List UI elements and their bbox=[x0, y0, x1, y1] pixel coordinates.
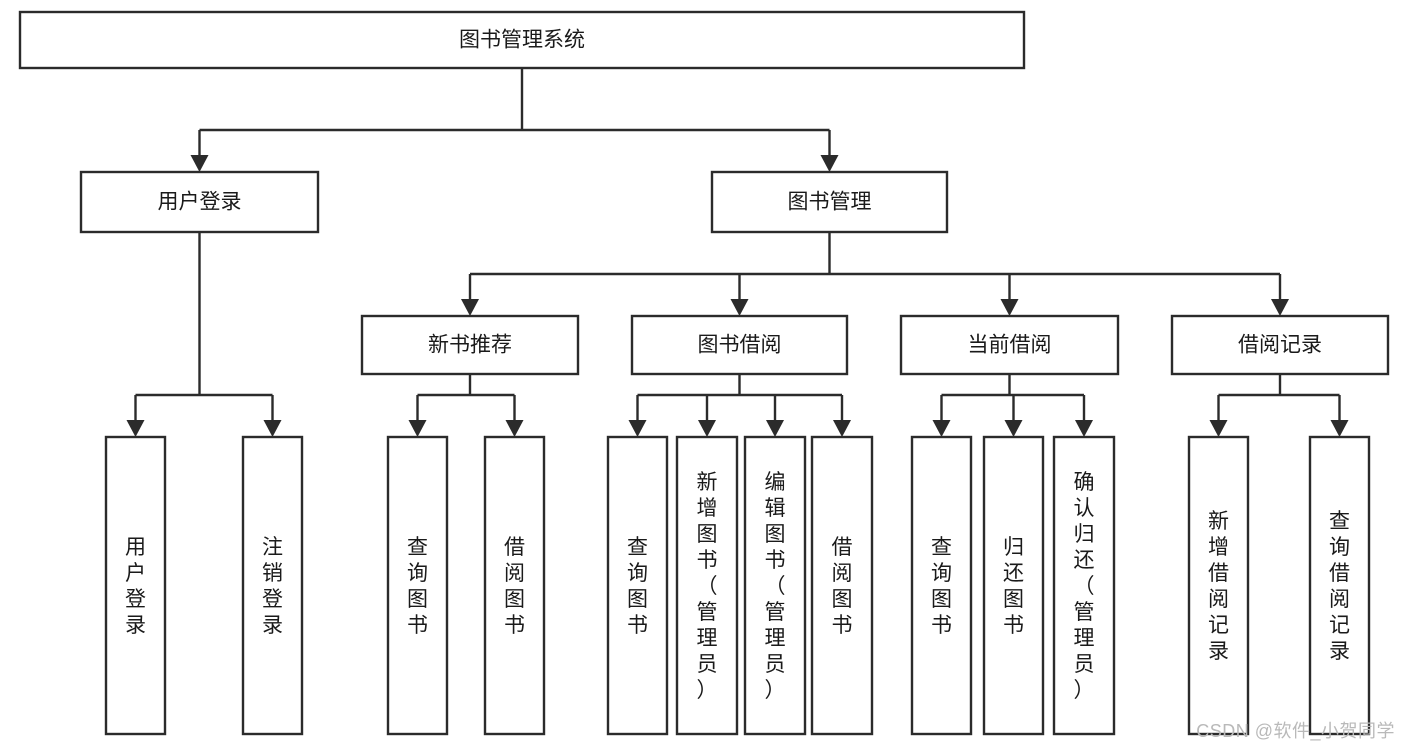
node-box bbox=[710, 170, 949, 234]
node-leaf-logout[interactable]: 注销登录 bbox=[241, 435, 304, 736]
node-current-borrow[interactable]: 当前借阅 bbox=[899, 314, 1120, 376]
node-box bbox=[899, 314, 1120, 376]
arrow-head-icon bbox=[190, 155, 209, 172]
node-label: 当前借阅 bbox=[968, 334, 1052, 357]
arrow-head-icon bbox=[1271, 299, 1289, 316]
node-borrow-record[interactable]: 借阅记录 bbox=[1170, 314, 1390, 376]
node-user-login[interactable]: 用户登录 bbox=[79, 170, 320, 234]
node-leaf-user-login[interactable]: 用户登录 bbox=[104, 435, 167, 736]
arrow-head-icon bbox=[730, 299, 749, 316]
node-root[interactable]: 图书管理系统 bbox=[18, 10, 1026, 70]
node-label: 借阅图书 bbox=[504, 536, 525, 637]
node-layer: 图书管理系统用户登录图书管理新书推荐图书借阅当前借阅借阅记录用户登录注销登录查询… bbox=[18, 10, 1390, 736]
connector-group-new-book-rec bbox=[408, 374, 524, 437]
node-box bbox=[386, 435, 449, 736]
arrow-head-icon bbox=[1075, 420, 1093, 437]
connector-group-user-login bbox=[126, 232, 282, 437]
node-leaf-rec-query[interactable]: 查询图书 bbox=[386, 435, 449, 736]
arrow-head-icon bbox=[932, 420, 951, 437]
connector-group-current-borrow bbox=[932, 374, 1093, 437]
arrow-head-icon bbox=[1330, 420, 1349, 437]
arrow-head-icon bbox=[833, 420, 851, 437]
node-label: 查询图书 bbox=[931, 536, 952, 637]
node-box bbox=[79, 170, 320, 234]
node-leaf-cb-return[interactable]: 归还图书 bbox=[982, 435, 1045, 736]
node-label: 图书管理 bbox=[788, 191, 872, 214]
node-leaf-br-query[interactable]: 查询借阅记录 bbox=[1308, 435, 1371, 736]
connector-group-book-manage bbox=[461, 232, 1289, 316]
node-leaf-bb-edit[interactable]: 编辑图书（管理员） bbox=[743, 435, 807, 736]
node-label: 确认归还（管理员） bbox=[1074, 471, 1095, 702]
node-box bbox=[1187, 435, 1250, 736]
arrow-head-icon bbox=[1004, 420, 1023, 437]
arrow-head-icon bbox=[461, 299, 479, 316]
arrow-head-icon bbox=[698, 420, 716, 437]
node-box bbox=[1170, 314, 1390, 376]
node-box bbox=[483, 435, 546, 736]
node-box bbox=[104, 435, 167, 736]
node-label: 用户登录 bbox=[158, 191, 242, 214]
arrow-head-icon bbox=[505, 420, 524, 437]
node-new-book-rec[interactable]: 新书推荐 bbox=[360, 314, 580, 376]
node-box bbox=[910, 435, 973, 736]
node-label: 注销登录 bbox=[262, 536, 283, 637]
node-label: 新增借阅记录 bbox=[1208, 510, 1229, 663]
node-label: 查询图书 bbox=[407, 536, 428, 637]
node-box bbox=[606, 435, 669, 736]
node-label: 归还图书 bbox=[1003, 536, 1024, 637]
node-box bbox=[241, 435, 304, 736]
arrow-head-icon bbox=[263, 420, 282, 437]
arrow-head-icon bbox=[766, 420, 784, 437]
arrow-head-icon bbox=[408, 420, 427, 437]
connector-group-root bbox=[190, 68, 839, 172]
node-leaf-cb-query[interactable]: 查询图书 bbox=[910, 435, 973, 736]
node-box bbox=[1308, 435, 1371, 736]
node-box bbox=[18, 10, 1026, 70]
node-box bbox=[360, 314, 580, 376]
node-label: 借阅记录 bbox=[1238, 334, 1322, 357]
connector-group-book-borrow bbox=[628, 374, 851, 437]
node-box bbox=[630, 314, 849, 376]
node-leaf-rec-borrow[interactable]: 借阅图书 bbox=[483, 435, 546, 736]
arrow-head-icon bbox=[1000, 299, 1019, 316]
node-box bbox=[810, 435, 874, 736]
arrow-head-icon bbox=[126, 420, 145, 437]
arrow-head-icon bbox=[820, 155, 839, 172]
node-box bbox=[1052, 435, 1116, 736]
arrow-head-icon bbox=[628, 420, 647, 437]
node-leaf-bb-borrow[interactable]: 借阅图书 bbox=[810, 435, 874, 736]
node-label: 编辑图书（管理员） bbox=[765, 471, 786, 702]
node-label: 用户登录 bbox=[125, 536, 146, 637]
node-label: 图书借阅 bbox=[698, 334, 782, 357]
node-label: 新增图书（管理员） bbox=[697, 471, 718, 702]
node-label: 借阅图书 bbox=[832, 536, 853, 637]
connector-layer bbox=[126, 68, 1349, 437]
node-leaf-br-add[interactable]: 新增借阅记录 bbox=[1187, 435, 1250, 736]
node-leaf-bb-query[interactable]: 查询图书 bbox=[606, 435, 669, 736]
node-box bbox=[743, 435, 807, 736]
node-label: 查询图书 bbox=[627, 536, 648, 637]
arrow-head-icon bbox=[1209, 420, 1228, 437]
connector-group-borrow-record bbox=[1209, 374, 1349, 437]
node-leaf-bb-add[interactable]: 新增图书（管理员） bbox=[675, 435, 739, 736]
node-box bbox=[675, 435, 739, 736]
node-label: 查询借阅记录 bbox=[1329, 510, 1350, 663]
node-leaf-cb-confirm[interactable]: 确认归还（管理员） bbox=[1052, 435, 1116, 736]
node-box bbox=[982, 435, 1045, 736]
watermark-text: CSDN @软件_小贺同学 bbox=[1196, 721, 1395, 741]
node-label: 图书管理系统 bbox=[459, 29, 585, 52]
node-book-manage[interactable]: 图书管理 bbox=[710, 170, 949, 234]
node-label: 新书推荐 bbox=[428, 334, 512, 357]
node-book-borrow[interactable]: 图书借阅 bbox=[630, 314, 849, 376]
